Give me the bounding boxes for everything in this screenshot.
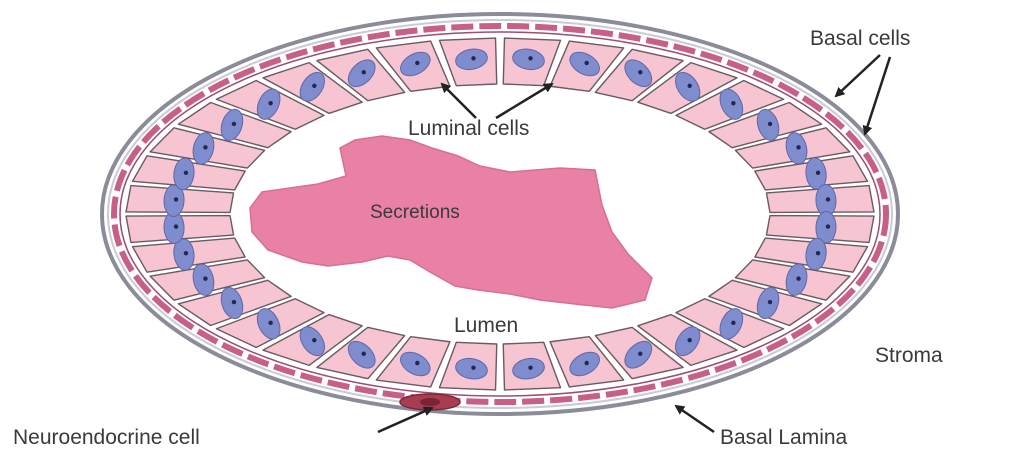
luminal-cell-nucleolus [174, 224, 178, 228]
luminal-cell-nucleolus [638, 70, 642, 74]
arrow-luminal-cells-right [496, 84, 552, 118]
label-basal-lamina: Basal Lamina [720, 426, 848, 449]
arrow-basal-lamina [676, 406, 714, 432]
label-neuroendocrine-cell: Neuroendocrine cell [13, 426, 200, 449]
luminal-cell-nucleolus [816, 251, 820, 255]
luminal-cell-nucleolus [203, 276, 207, 280]
luminal-cell-nucleolus [312, 84, 316, 88]
luminal-cell-nucleolus [584, 61, 588, 65]
luminal-cell-nucleolus [415, 61, 419, 65]
luminal-cell-nucleolus [687, 84, 691, 88]
luminal-cell-nucleolus [528, 56, 532, 60]
label-secretions: Secretions [370, 202, 460, 223]
luminal-cell-nucleolus [731, 321, 735, 325]
luminal-cell-nucleolus [826, 197, 830, 201]
luminal-cell-nucleolus [768, 122, 772, 126]
luminal-cell-nucleolus [584, 361, 588, 365]
luminal-cell-nucleolus [232, 122, 236, 126]
luminal-cell-nucleolus [796, 145, 800, 149]
luminal-cell-nucleolus [638, 352, 642, 356]
neuroendocrine-nucleus [420, 398, 440, 406]
luminal-cell-nucleolus [731, 101, 735, 105]
luminal-cell-nucleolus [362, 70, 366, 74]
luminal-cell-nucleolus [471, 56, 475, 60]
luminal-cell-nucleolus [174, 197, 178, 201]
luminal-cell-nucleolus [415, 361, 419, 365]
luminal-cell-nucleolus [184, 171, 188, 175]
luminal-cell-nucleolus [528, 366, 532, 370]
label-basal-cells: Basal cells [810, 27, 910, 50]
luminal-cell-nucleolus [312, 338, 316, 342]
label-stroma: Stroma [875, 344, 943, 367]
luminal-cell-nucleolus [203, 145, 207, 149]
luminal-cell-nucleolus [826, 224, 830, 228]
luminal-cell-nucleolus [816, 171, 820, 175]
arrow-basal-cells-2 [865, 57, 890, 134]
luminal-cell-nucleolus [362, 352, 366, 356]
label-luminal-cells: Luminal cells [408, 117, 529, 140]
luminal-cell-nucleolus [768, 300, 772, 304]
luminal-cell-nucleolus [471, 366, 475, 370]
luminal-cell-nucleolus [268, 321, 272, 325]
arrow-basal-cells-1 [836, 55, 880, 96]
luminal-cell-nucleolus [232, 300, 236, 304]
label-lumen: Lumen [454, 314, 518, 337]
luminal-cell-nucleolus [268, 101, 272, 105]
luminal-cell-nucleolus [184, 251, 188, 255]
arrow-neuroendocrine-cell [378, 408, 432, 432]
luminal-cell-nucleolus [796, 276, 800, 280]
arrow-luminal-cells-left [442, 84, 476, 118]
luminal-cell-nucleolus [687, 338, 691, 342]
